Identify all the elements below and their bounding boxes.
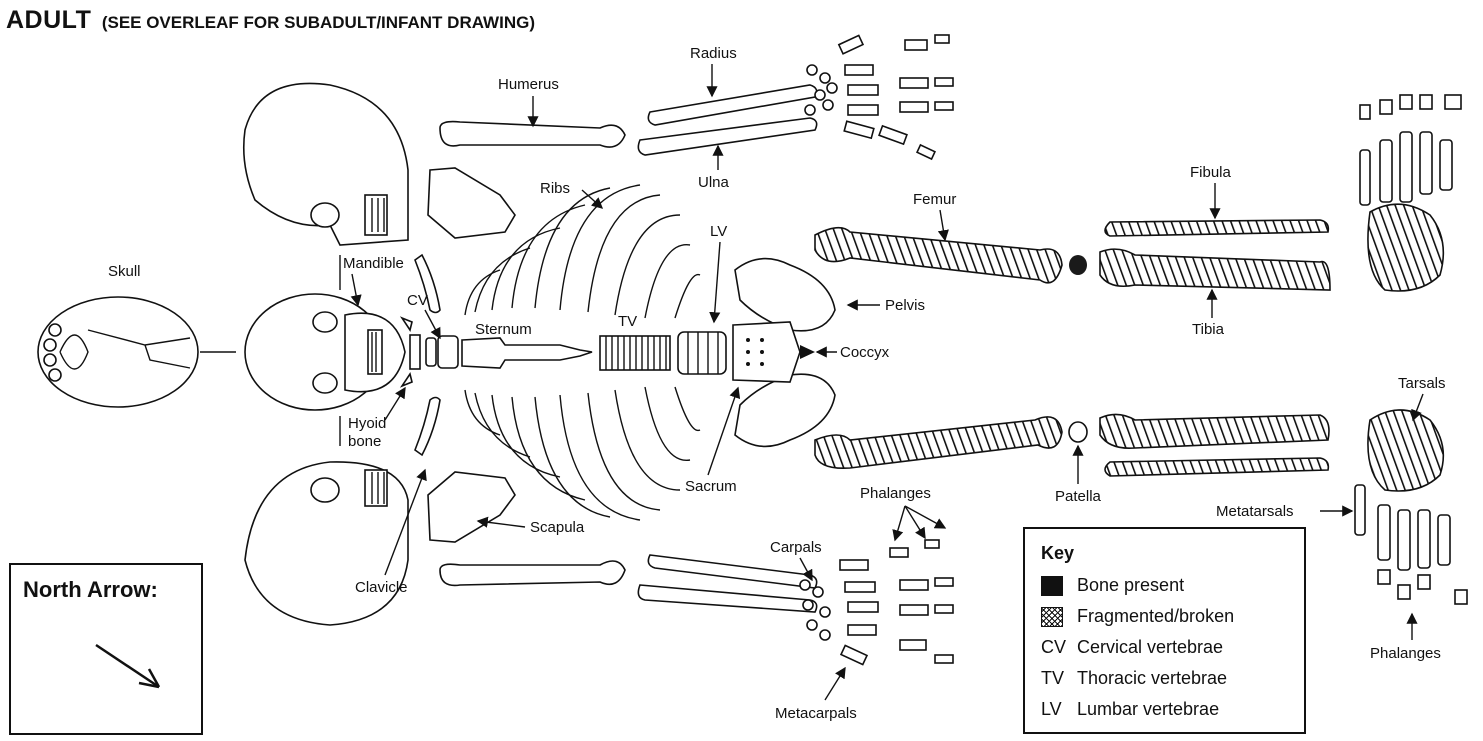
patella-upper (1069, 255, 1087, 275)
key-title: Key (1041, 543, 1074, 564)
key-item-lv: LV Lumbar vertebrae (1041, 699, 1219, 720)
radius-upper (648, 85, 816, 125)
sternum (462, 338, 592, 368)
label-sacrum: Sacrum (685, 478, 737, 495)
arrow-sacrum (708, 388, 738, 475)
key-abbr: CV (1041, 637, 1077, 658)
label-ulna: Ulna (698, 174, 730, 191)
label-tv: TV (618, 313, 637, 330)
clavicle-lower (415, 398, 440, 456)
ulna-lower (638, 585, 816, 612)
scapula-lower (428, 472, 515, 542)
femur-upper (815, 228, 1062, 283)
key-abbr: LV (1041, 699, 1077, 720)
label-metatarsals: Metatarsals (1216, 503, 1294, 520)
label-carpals: Carpals (770, 539, 822, 556)
arrow-phalanges-hand-3 (905, 506, 945, 528)
skull-frontal (245, 294, 420, 410)
label-clavicle: Clavicle (355, 579, 408, 596)
key-text: Cervical vertebrae (1077, 637, 1223, 658)
key-item-fragmented: Fragmented/broken (1041, 606, 1234, 627)
label-skull: Skull (108, 263, 141, 280)
label-tibia: Tibia (1192, 321, 1225, 338)
fibula-lower (1105, 458, 1328, 476)
skull-top-view (38, 297, 198, 407)
key-item-tv: TV Thoracic vertebrae (1041, 668, 1227, 689)
key-text: Fragmented/broken (1077, 606, 1234, 627)
femur-lower (815, 417, 1062, 468)
skull-lateral-lower (245, 462, 408, 625)
label-tarsals: Tarsals (1398, 375, 1446, 392)
label-patella: Patella (1055, 488, 1102, 505)
key-text: Bone present (1077, 575, 1184, 596)
scapula-upper (428, 168, 515, 238)
key-item-bone-present: Bone present (1041, 575, 1184, 596)
arrow-mandible (352, 274, 358, 305)
label-femur: Femur (913, 191, 956, 208)
label-pelvis: Pelvis (885, 297, 925, 314)
hand-upper (805, 35, 953, 159)
label-ribs: Ribs (540, 180, 570, 197)
hand-lower (800, 540, 953, 665)
arrow-phalanges-hand-1 (895, 506, 905, 540)
label-phalanges-foot: Phalanges (1370, 645, 1441, 662)
label-lv: LV (710, 223, 727, 240)
foot-upper (1360, 95, 1461, 291)
radius-lower (648, 555, 816, 588)
label-mandible: Mandible (343, 255, 404, 272)
tibia-lower (1100, 414, 1329, 448)
arrow-lv (714, 242, 720, 322)
key-text: Thoracic vertebrae (1077, 668, 1227, 689)
arrow-cv (425, 310, 440, 338)
tibia-upper (1100, 249, 1330, 290)
cervical-vertebrae (426, 336, 458, 368)
key-text: Lumbar vertebrae (1077, 699, 1219, 720)
arrow-femur (940, 210, 945, 240)
hyoid-upper (402, 318, 412, 330)
north-arrow-box: North Arrow: (9, 563, 203, 735)
lumbar-vertebrae (678, 332, 726, 374)
skull-lateral-upper (244, 83, 408, 245)
key-abbr: TV (1041, 668, 1077, 689)
hyoid-lower (402, 374, 412, 386)
label-scapula: Scapula (530, 519, 585, 536)
north-arrow-icon (11, 565, 201, 735)
label-fibula: Fibula (1190, 164, 1232, 181)
label-metacarpals: Metacarpals (775, 705, 857, 722)
label-hyoid-line1: Hyoid (348, 415, 386, 432)
solid-swatch-icon (1041, 576, 1063, 596)
label-cv: CV (407, 292, 428, 309)
humerus-lower (440, 561, 625, 585)
label-radius: Radius (690, 45, 737, 62)
label-humerus: Humerus (498, 76, 559, 93)
fibula-upper (1105, 220, 1328, 236)
label-sternum: Sternum (475, 321, 532, 338)
arrow-hyoid (385, 388, 405, 420)
patella-lower (1069, 422, 1087, 442)
arrow-metacarpals (825, 668, 845, 700)
label-hyoid-line2: bone (348, 433, 381, 450)
crosshatch-swatch-icon (1041, 607, 1063, 627)
legend-key: Key Bone present Fragmented/broken CV Ce… (1023, 527, 1306, 734)
label-coccyx: Coccyx (840, 344, 890, 361)
thoracic-vertebrae (600, 336, 670, 370)
label-phalanges-hand: Phalanges (860, 485, 931, 502)
foot-lower (1355, 410, 1467, 604)
key-item-cv: CV Cervical vertebrae (1041, 637, 1223, 658)
